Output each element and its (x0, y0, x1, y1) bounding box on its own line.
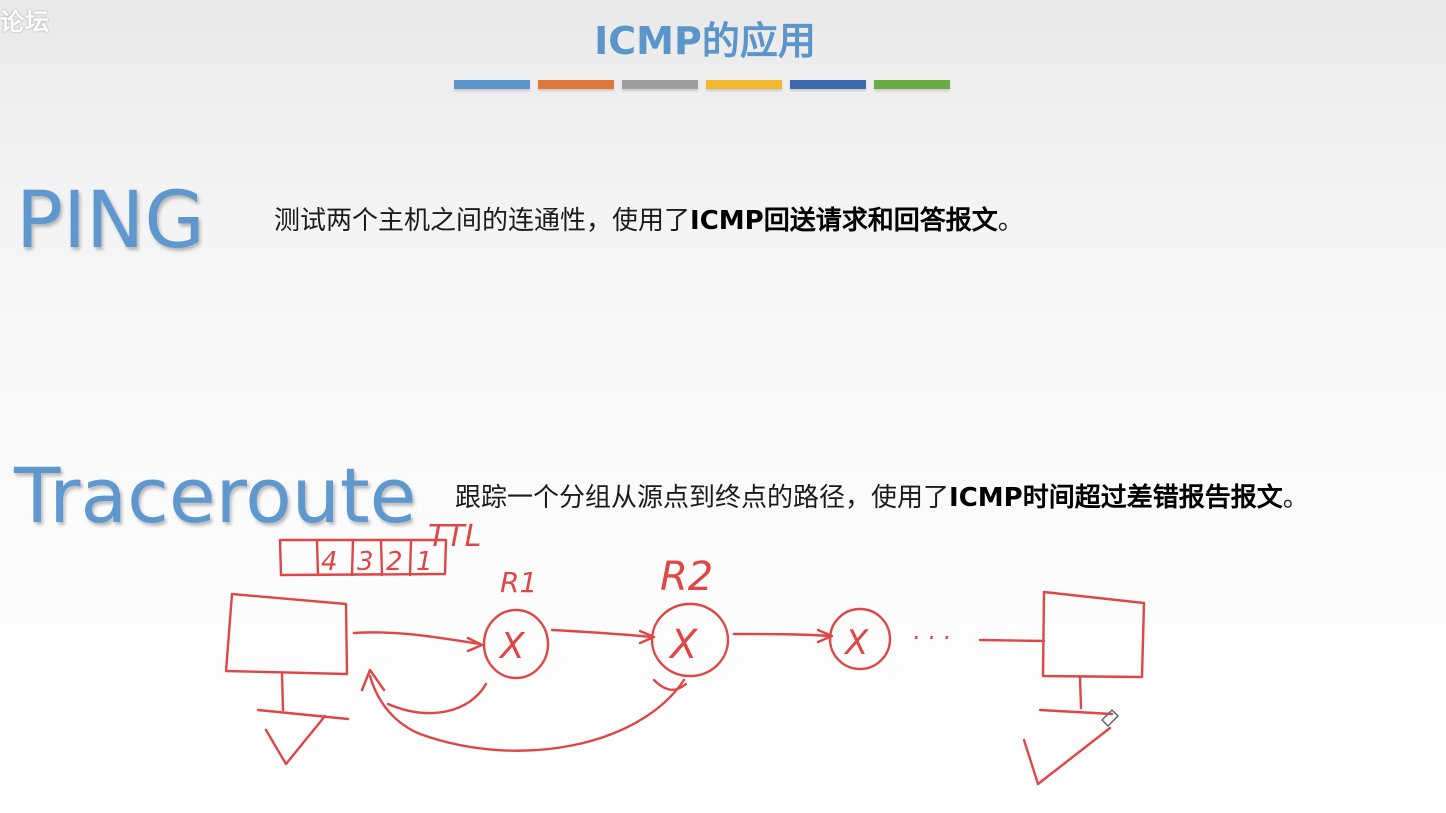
traceroute-desc-bold: ICMP时间超过差错报告报文 (949, 483, 1283, 513)
router-r2 (650, 602, 730, 678)
router-r2-mark: X (668, 622, 699, 668)
path-dots: · · · (912, 624, 950, 652)
arrow-r2-r3-head (816, 628, 834, 644)
traceroute-desc-end: 。 (1282, 483, 1309, 513)
title-color-bar (790, 80, 866, 89)
ping-desc-plain: 测试两个主机之间的连通性，使用了 (274, 206, 691, 236)
watermark: 论坛 (0, 8, 50, 36)
title-color-bar (538, 80, 614, 89)
source-host-base (256, 708, 350, 721)
return-arrow-r2 (368, 674, 686, 752)
packet-number: 4 (321, 547, 338, 577)
arrow-r1-r2 (550, 628, 654, 639)
arrow-src-r1 (352, 631, 482, 646)
title-color-bar (622, 80, 698, 89)
traceroute-description: 跟踪一个分组从源点到终点的路径，使用了ICMP时间超过差错报告报文。 (455, 477, 1309, 514)
packet-divider (408, 538, 413, 577)
router-r3-mark: X (843, 623, 869, 663)
packet-number: 3 (357, 547, 374, 577)
arrow-src-r1-head (466, 636, 484, 653)
source-host-box (224, 592, 349, 676)
destination-host-box (1041, 590, 1146, 679)
router-r1 (482, 608, 550, 680)
pen-cursor-icon (1101, 709, 1119, 727)
packet-divider (315, 538, 320, 577)
arrow-r2-r3 (732, 632, 832, 638)
router-r3 (828, 607, 892, 671)
source-check-mark (264, 714, 327, 766)
router-r1-label: R1 (500, 566, 537, 599)
traceroute-desc-plain: 跟踪一个分组从源点到终点的路径，使用了 (455, 483, 950, 513)
ping-desc-end: 。 (997, 206, 1024, 236)
traceroute-term: Traceroute (14, 451, 417, 540)
packet-number: 2 (386, 547, 403, 577)
ttl-label: TTL (428, 519, 481, 554)
title-color-bar (874, 80, 950, 89)
destination-host-stand (1078, 675, 1083, 710)
destination-host-base (1038, 708, 1114, 716)
title-color-bar (706, 80, 782, 89)
arrow-r1-r2-head (638, 629, 656, 645)
destination-check-mark (1022, 726, 1112, 786)
packet-number: 1 (416, 547, 433, 577)
slide-title: ICMP的应用 (594, 19, 816, 63)
link-to-destination (978, 638, 1046, 643)
source-host-stand (280, 672, 285, 712)
return-arrow-r1 (386, 682, 488, 715)
r2-tick-mark (652, 678, 688, 691)
ping-description: 测试两个主机之间的连通性，使用了ICMP回送请求和回答报文。 (274, 200, 1024, 237)
ping-term: PING (16, 176, 205, 266)
packet-strip (278, 538, 448, 577)
ping-desc-bold: ICMP回送请求和回答报文 (690, 206, 998, 236)
packet-divider (379, 538, 384, 577)
title-color-bar (454, 80, 530, 89)
title-color-bars (454, 80, 958, 89)
return-arrow-head (360, 668, 386, 692)
router-r2-label: R2 (660, 554, 713, 600)
router-r1-mark: X (498, 626, 526, 667)
packet-divider (350, 538, 355, 577)
